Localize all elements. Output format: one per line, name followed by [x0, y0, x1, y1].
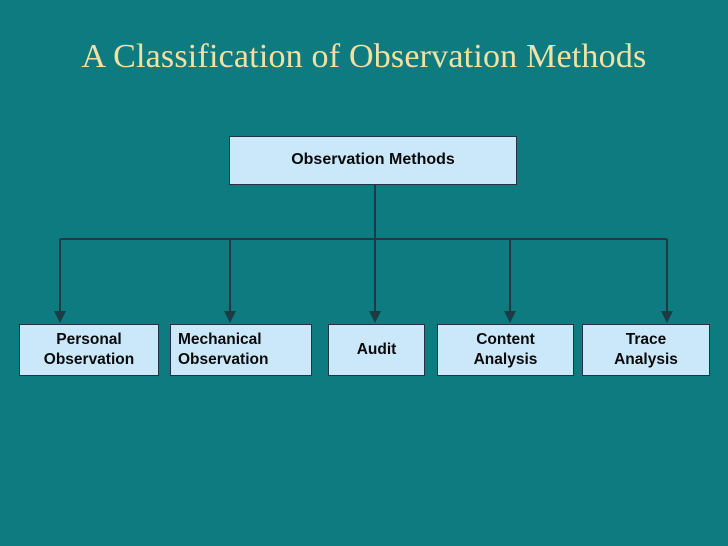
page-title: A Classification of Observation Methods [81, 38, 647, 75]
node-trace-analysis: Trace Analysis [582, 324, 710, 376]
node-label: Observation Methods [291, 151, 455, 169]
arrowhead-audit [369, 311, 381, 323]
node-label: Mechanical Observation [178, 331, 269, 368]
node-content-analysis: Content Analysis [437, 324, 574, 376]
node-label: Trace Analysis [614, 331, 678, 368]
node-label: Audit [356, 341, 397, 359]
arrowhead-mechanical [224, 311, 236, 323]
node-label: Personal Observation [43, 331, 135, 368]
node-mechanical-observation: Mechanical Observation [170, 324, 312, 376]
node-observation-methods: Observation Methods [229, 136, 517, 185]
node-personal-observation: Personal Observation [19, 324, 159, 376]
arrowhead-trace [661, 311, 673, 323]
node-label: Content Analysis [473, 331, 538, 368]
arrowhead-content [504, 311, 516, 323]
arrowhead-personal [54, 311, 66, 323]
node-audit: Audit [328, 324, 425, 376]
